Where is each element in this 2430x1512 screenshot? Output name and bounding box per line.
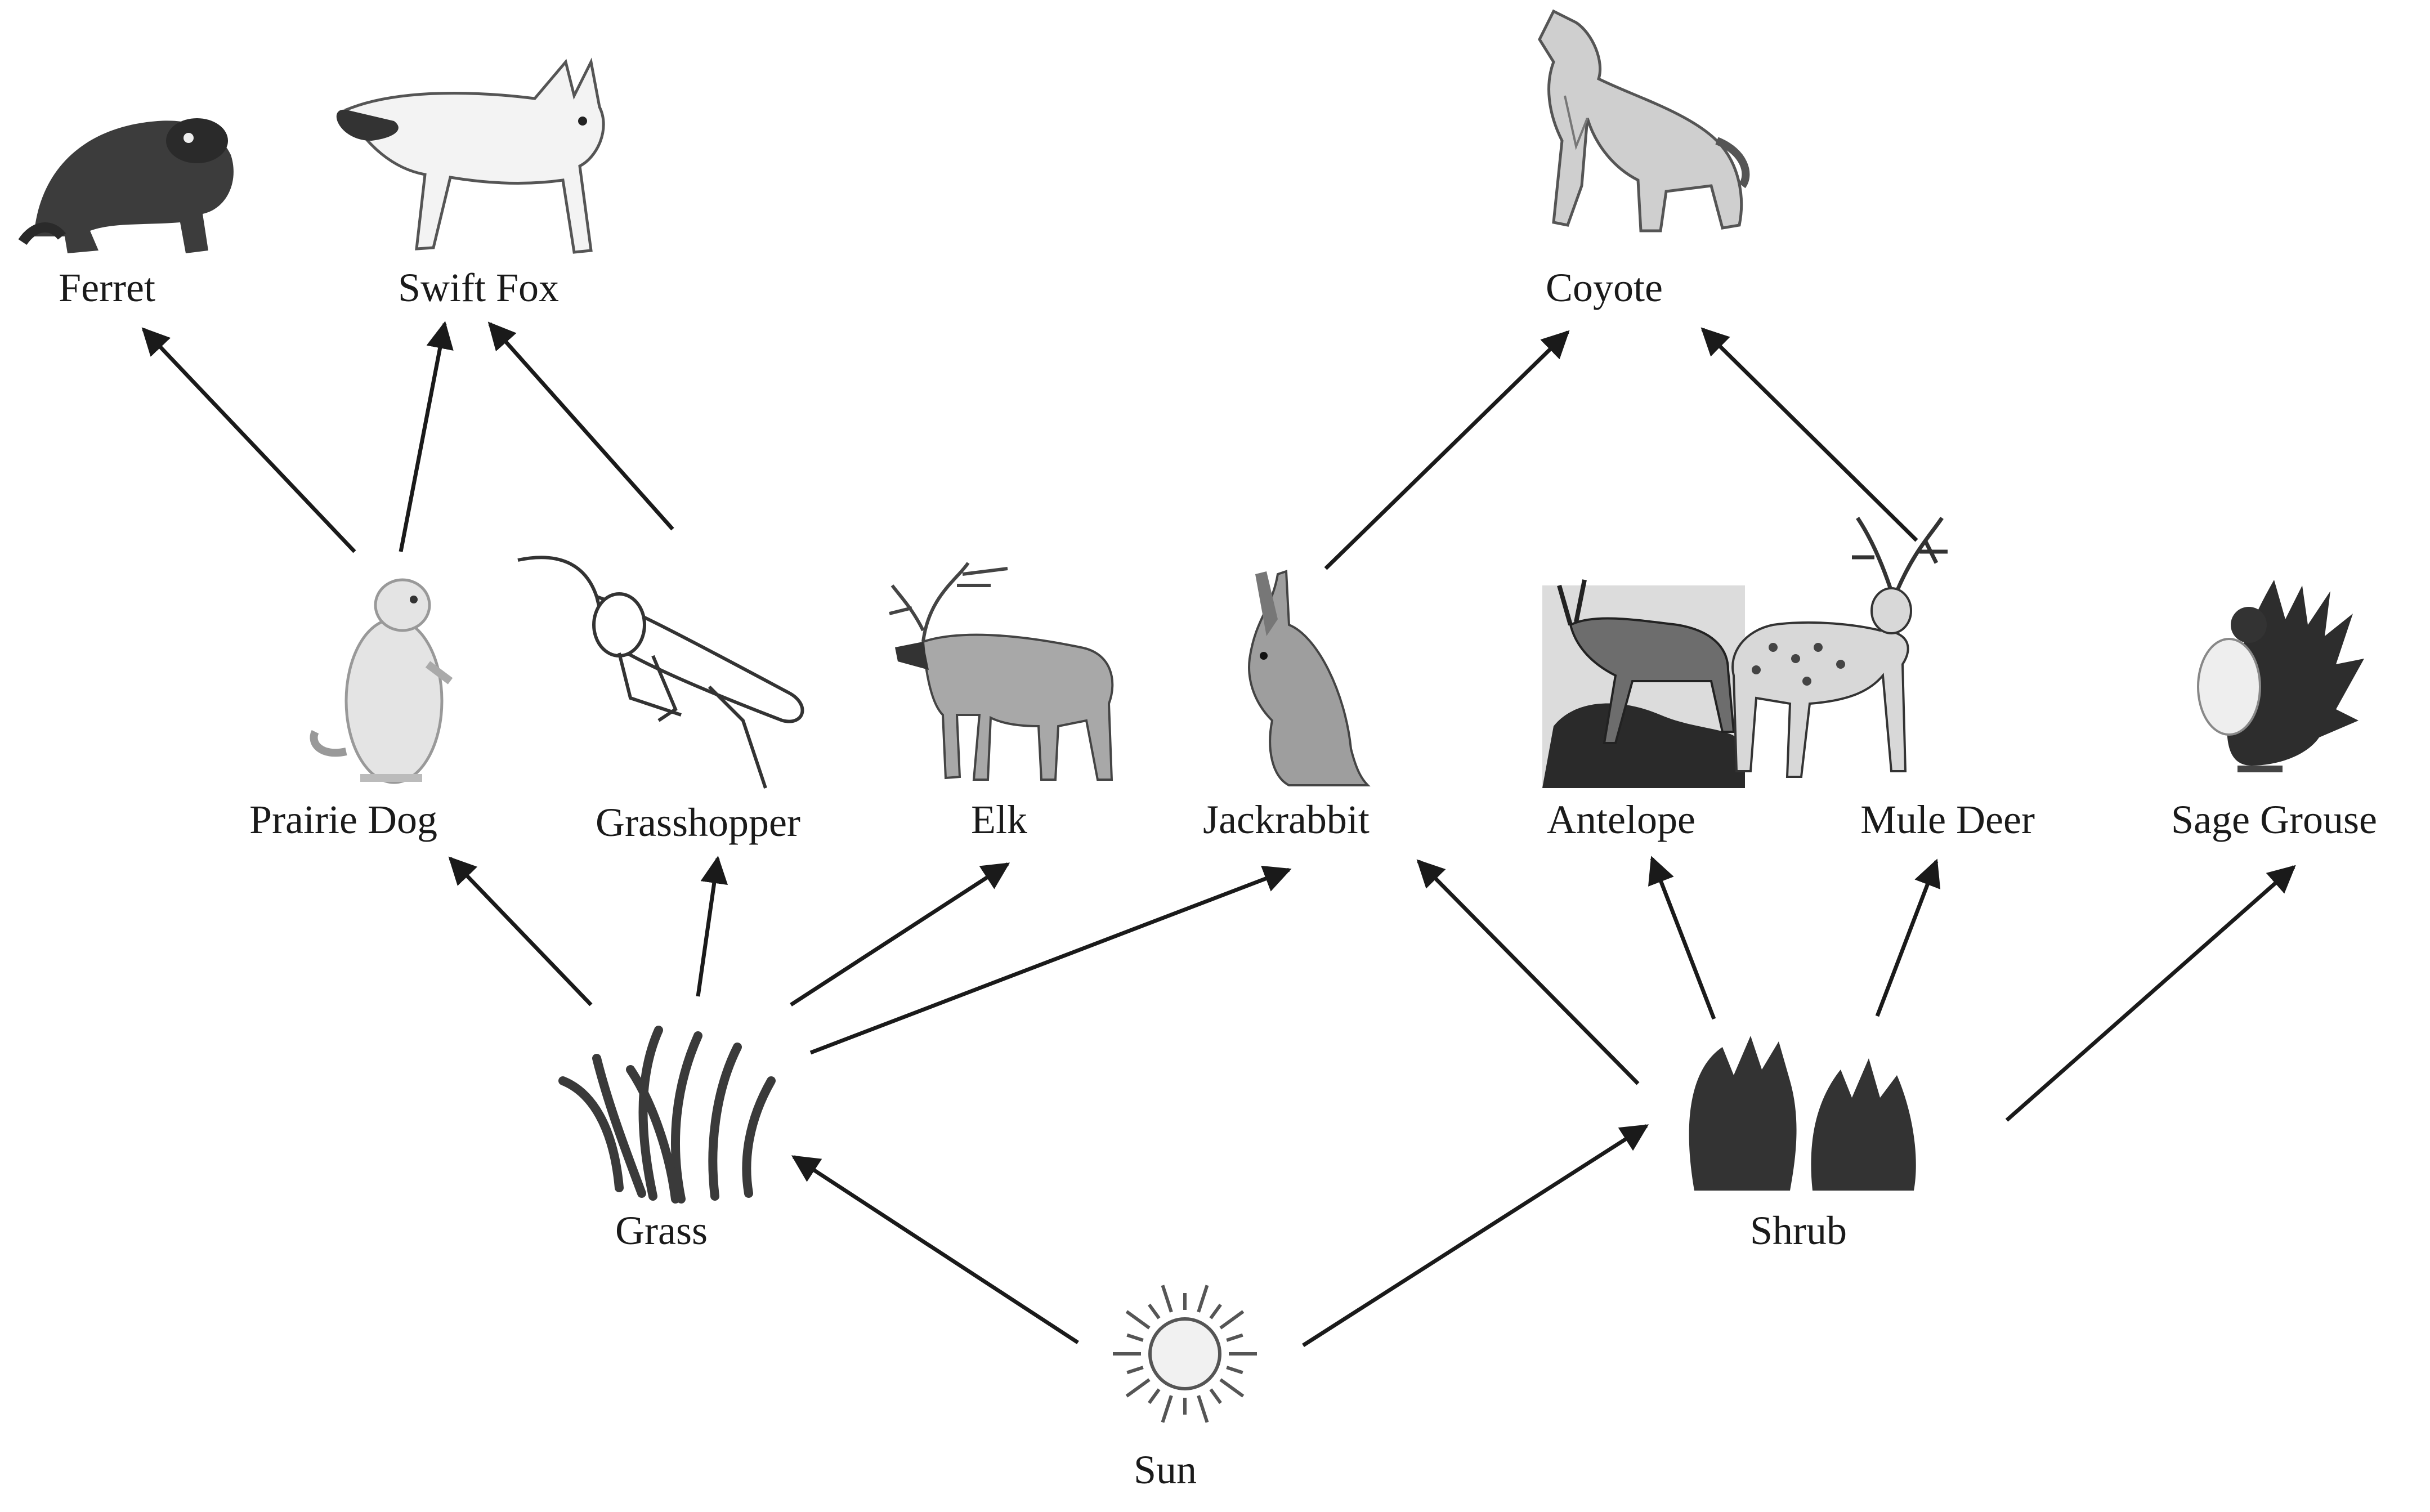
arrow-grass-to-elk — [790, 862, 1010, 1006]
arrow-shrub-to-sage-grouse — [2005, 865, 2296, 1122]
sun-illustration — [1113, 1285, 1257, 1423]
arrow-grasshopper-to-swift-fox — [487, 321, 674, 531]
sun-ray — [1197, 1285, 1209, 1313]
arrow-sun-to-grass — [791, 1155, 1079, 1344]
arrow-grass-to-jackrabbit — [809, 865, 1292, 1055]
antelope-illustration — [1542, 579, 1745, 788]
label-coyote: Coyote — [1546, 265, 1663, 310]
arrow-shrub-to-mule-deer — [1875, 858, 1941, 1017]
arrow-sun-to-shrub — [1302, 1124, 1649, 1347]
sun-ray — [1148, 1388, 1161, 1404]
elk-illustration — [889, 562, 1114, 781]
label-antelope: Antelope — [1547, 797, 1695, 842]
sun-ray — [1126, 1333, 1144, 1342]
sun-ray — [1125, 1378, 1151, 1398]
ferret-illustration — [18, 118, 234, 253]
sage-grouse-illustration — [2197, 580, 2364, 772]
sun-ray — [1148, 1303, 1161, 1319]
prairie-dog-illustration — [310, 578, 453, 784]
arrows — [141, 321, 2296, 1347]
label-shrub: Shrub — [1749, 1208, 1847, 1253]
grasshopper-illustration — [517, 556, 804, 789]
label-elk: Elk — [971, 797, 1027, 842]
label-grasshopper: Grasshopper — [596, 800, 800, 845]
label-mule-deer: Mule Deer — [1860, 797, 2035, 842]
label-sage-grouse: Sage Grouse — [2171, 797, 2377, 842]
sun-ray — [1209, 1388, 1222, 1404]
sun-ray — [1197, 1395, 1209, 1423]
arrow-mule-deer-to-coyote — [1700, 327, 1918, 542]
sun-ray — [1219, 1310, 1245, 1330]
arrow-grass-to-prairie-dog — [448, 856, 593, 1006]
arrow-jackrabbit-to-coyote — [1324, 330, 1570, 570]
shrub-illustration — [1689, 1036, 1916, 1191]
mule-deer-illustration — [1731, 517, 1948, 778]
label-jackrabbit: Jackrabbit — [1203, 797, 1370, 842]
sun-ray — [1125, 1310, 1151, 1330]
sun-ray — [1209, 1303, 1222, 1319]
swift-fox-illustration — [336, 57, 605, 254]
arrow-prairie-dog-to-swift-fox — [399, 321, 454, 552]
label-grass: Grass — [615, 1208, 708, 1253]
sun-ray — [1126, 1366, 1144, 1375]
label-swift-fox: Swift Fox — [397, 265, 560, 310]
sun-ray — [1226, 1333, 1243, 1342]
sun-ray — [1161, 1395, 1173, 1423]
jackrabbit-illustration — [1248, 570, 1371, 786]
arrow-shrub-to-antelope — [1648, 856, 1716, 1020]
arrow-grass-to-grasshopper — [696, 856, 728, 997]
grass-illustration — [558, 1026, 776, 1204]
label-ferret: Ferret — [59, 265, 155, 310]
label-prairie-dog: Prairie Dog — [249, 797, 437, 842]
sun-ray — [1219, 1378, 1245, 1398]
sun-ray — [1226, 1366, 1243, 1375]
arrow-prairie-dog-to-ferret — [141, 327, 356, 553]
arrow-shrub-to-jackrabbit — [1416, 859, 1640, 1085]
sun-ray — [1161, 1285, 1173, 1313]
label-sun: Sun — [1133, 1447, 1197, 1492]
coyote-illustration — [1538, 9, 1750, 232]
